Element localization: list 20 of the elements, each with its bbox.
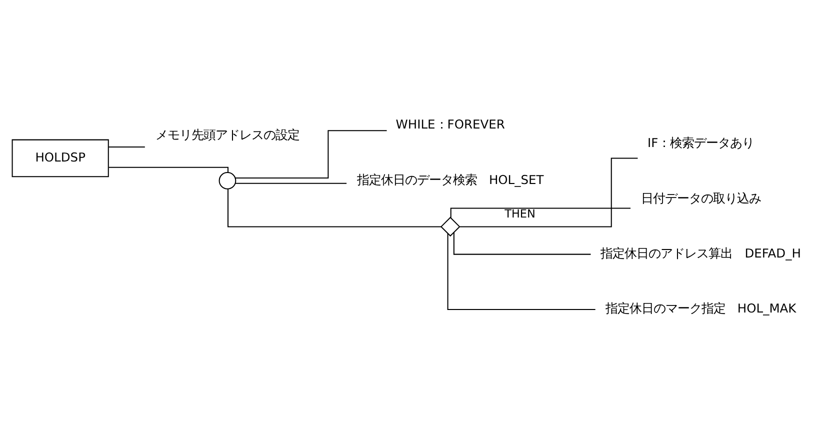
connector [460, 157, 638, 227]
node-text: 指定休日のマーク指定 HOL_MAK [605, 301, 796, 316]
connector [453, 232, 591, 254]
node-text: IF：検索データあり [647, 136, 754, 150]
node-box: HOLDSP [12, 138, 109, 177]
node-text: WHILE：FOREVER [396, 117, 505, 132]
connector [450, 207, 631, 218]
node-text: 指定休日のデータ検索 HOL_SET [356, 172, 544, 186]
connector [227, 188, 442, 227]
node-text: メモリ先頭アドレスの設定 [155, 127, 300, 142]
node-circle [218, 172, 236, 189]
connector [235, 130, 387, 178]
node-diamond [440, 216, 460, 236]
node-text: 日付データの取り込み [640, 190, 761, 205]
connector [108, 166, 228, 172]
connector [235, 182, 347, 184]
connector [447, 232, 596, 310]
node-text: 指定休日のアドレス算出 DEFAD_H [600, 246, 801, 260]
edge-label: THEN [504, 206, 536, 220]
connector [108, 146, 145, 147]
